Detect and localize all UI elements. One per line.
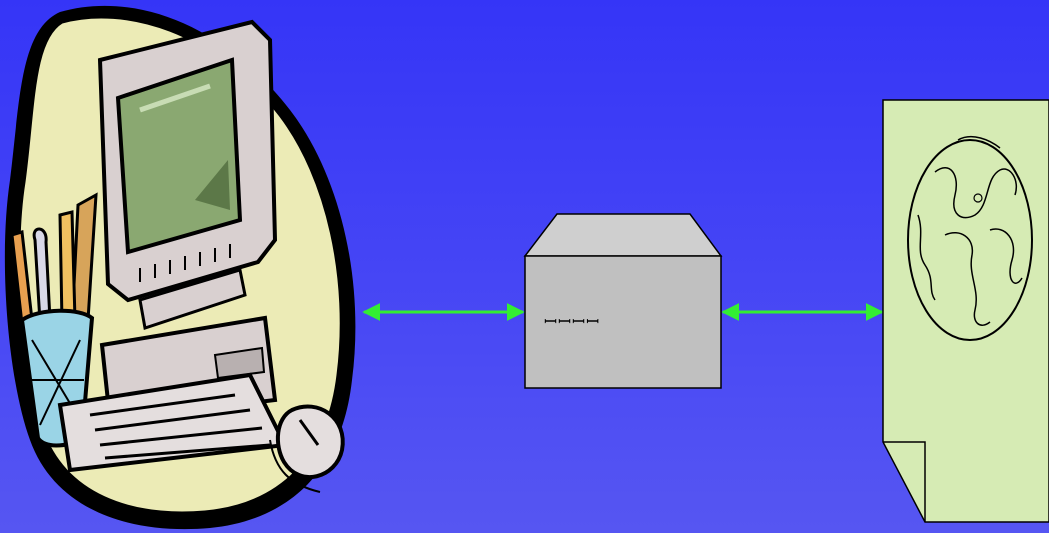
pen [58,210,77,324]
document-fold [883,441,926,522]
server-box-label: ꟷꟷꟷꟷ [544,312,601,331]
server-box-front [524,255,722,389]
server-box-icon [523,213,723,389]
computer-clipart-icon [4,5,356,530]
mouse [275,404,345,480]
mouse-cord [269,439,321,493]
monitor-stand [138,268,247,330]
server-box-top [523,213,723,257]
scissors [32,227,52,324]
globe-document-icon [882,99,1049,523]
